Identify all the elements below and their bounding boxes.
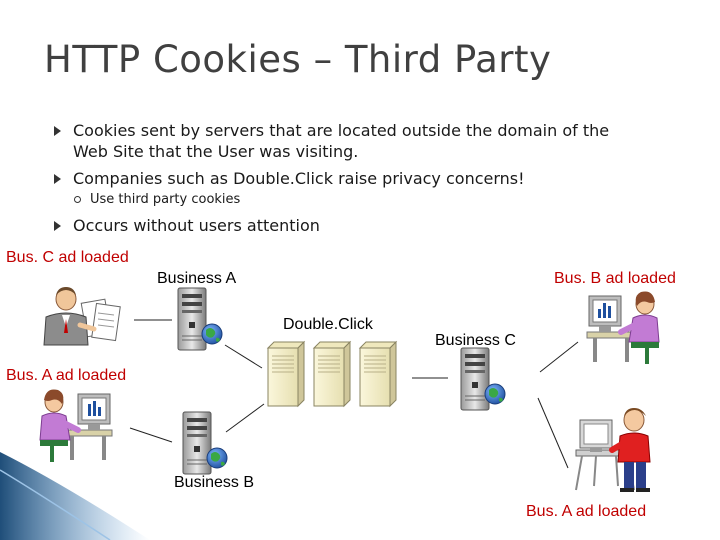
sub-bullet-text: Use third party cookies — [90, 192, 241, 207]
line-business-b-to-doubleclick — [225, 403, 265, 433]
label-bus-c-ad-loaded: Bus. C ad loaded — [6, 249, 129, 266]
label-business-b: Business B — [174, 474, 255, 491]
bullet-arrow-icon — [54, 174, 61, 184]
bullet-arrow-icon — [54, 126, 61, 136]
line-user-a-to-business-b — [129, 427, 173, 443]
label-business-a: Business A — [157, 270, 237, 287]
bullet-1-line-1: Cookies sent by servers that are located… — [73, 121, 610, 140]
line-business-c-to-user-a — [537, 397, 569, 469]
doubleclick-cabinet-1-icon — [267, 341, 305, 407]
woman-at-computer-right-icon — [587, 291, 659, 364]
label-bus-b-ad-loaded: Bus. B ad loaded — [554, 270, 676, 287]
line-business-c-to-user-b — [539, 341, 579, 373]
business-c-server-icon — [460, 347, 506, 411]
bullet-3-text: Occurs without users attention — [73, 216, 320, 235]
business-b-server-icon — [182, 411, 228, 475]
bullet-1-line-2: Web Site that the User was visiting. — [73, 142, 359, 161]
corner-decoration-stroke — [0, 469, 111, 540]
label-business-c: Business C — [435, 332, 516, 349]
doubleclick-cabinet-2-icon — [313, 341, 351, 407]
man-with-papers-icon — [43, 287, 121, 346]
doubleclick-cabinet-3-icon — [359, 341, 397, 407]
bullet-2-text: Companies such as Double.Click raise pri… — [73, 169, 525, 188]
slide-title: HTTP Cookies – Third Party — [44, 38, 552, 81]
connection-lines — [129, 319, 579, 469]
woman-at-computer-left-icon — [40, 389, 112, 462]
label-doubleclick: Double.Click — [283, 316, 373, 333]
line-business-a-to-doubleclick — [224, 344, 263, 369]
boy-at-computer-icon — [575, 408, 651, 492]
label-bus-a-ad-loaded-left: Bus. A ad loaded — [6, 367, 127, 384]
corner-decoration — [0, 452, 150, 540]
bullet-arrow-icon — [54, 221, 61, 231]
sub-bullet-circle-icon — [74, 196, 81, 203]
label-bus-a-ad-loaded-bottom: Bus. A ad loaded — [526, 503, 647, 520]
business-a-server-icon — [177, 287, 223, 351]
sub-bullet: Use third party cookies — [74, 192, 240, 207]
